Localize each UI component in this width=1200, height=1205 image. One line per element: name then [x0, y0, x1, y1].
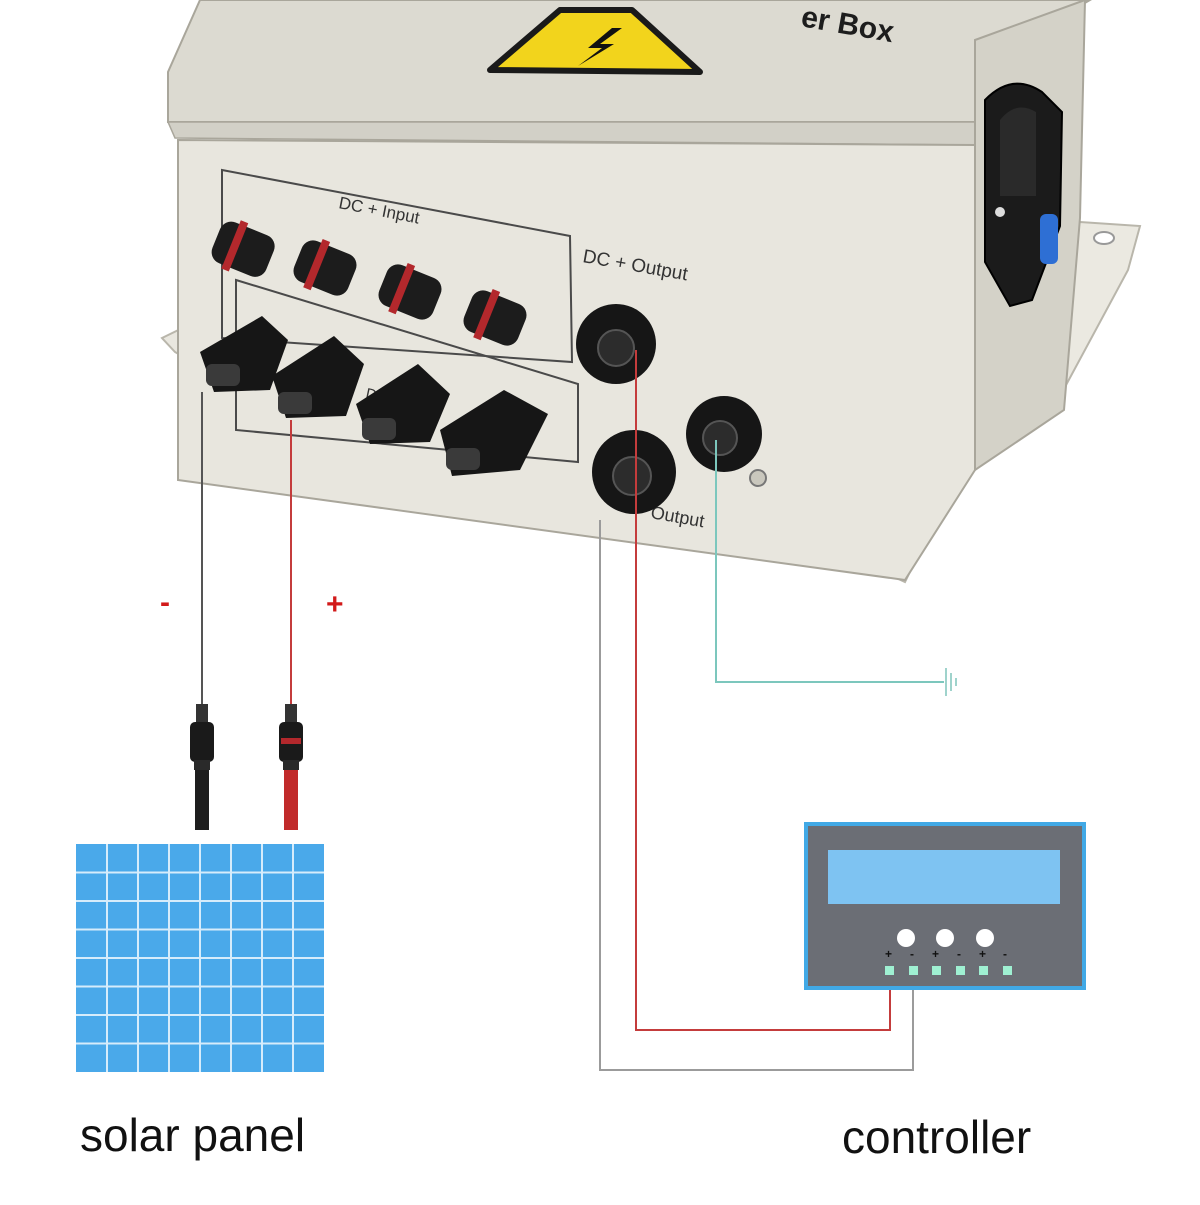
terminal-sign: + [932, 947, 939, 961]
plus-connector[interactable] [207, 214, 280, 284]
plus-connector[interactable] [458, 283, 531, 353]
minus-connector[interactable] [272, 336, 364, 418]
controller-button[interactable] [897, 929, 915, 947]
controller-caption: controller [842, 1111, 1032, 1163]
terminal[interactable] [1003, 966, 1012, 975]
controller-button[interactable] [976, 929, 994, 947]
minus-sign-label: - [160, 586, 170, 619]
charge-controller: + - + - + - [804, 822, 1086, 990]
terminal-sign: - [910, 947, 914, 961]
controller-terminal-signs: + - + - + - [885, 947, 1007, 961]
solar-panel-grid [76, 844, 324, 1072]
controller-lcd [828, 850, 1060, 904]
combiner-box: er Box DC + Input DC + Output DC Output [160, 0, 1142, 584]
plus-sign-label: + [326, 588, 344, 621]
isolator-switch-handle[interactable] [984, 82, 1064, 308]
controller-button[interactable] [936, 929, 954, 947]
ground-screw [749, 469, 767, 487]
ground-wire [715, 440, 944, 683]
dc-plus-input-frame [221, 168, 574, 364]
high-voltage-warning-icon [487, 7, 703, 75]
ground-symbol-icon [945, 668, 957, 696]
terminal[interactable] [885, 966, 894, 975]
cable-gland-minus-output[interactable] [592, 430, 676, 514]
box-front-face [177, 138, 976, 582]
plus-connector[interactable] [373, 257, 446, 327]
terminal-sign: - [957, 947, 961, 961]
wires [201, 350, 944, 1071]
minus-connector[interactable] [356, 364, 450, 444]
controller-plus-wire [635, 350, 891, 1031]
terminal-sign: - [1003, 947, 1007, 961]
terminal[interactable] [956, 966, 965, 975]
controller-terminals [885, 966, 1012, 975]
terminal-sign: + [979, 947, 986, 961]
panel-plus-mc4-plug [279, 704, 303, 830]
dc-minus-input-connectors [200, 316, 548, 476]
terminal[interactable] [909, 966, 918, 975]
solar-panel [76, 844, 324, 1072]
minus-connector[interactable] [440, 390, 548, 476]
controller-minus-wire [599, 520, 914, 1071]
plus-connector[interactable] [288, 233, 361, 303]
dc-plus-input-connectors [207, 214, 531, 353]
solar-panel-caption: solar panel [80, 1109, 306, 1161]
cable-gland-ground[interactable] [686, 396, 762, 472]
terminal-sign: + [885, 947, 892, 961]
terminal[interactable] [979, 966, 988, 975]
terminal[interactable] [932, 966, 941, 975]
flange-hole [1093, 231, 1115, 245]
cable-gland-plus-output[interactable] [576, 304, 656, 384]
minus-connector[interactable] [200, 316, 288, 392]
panel-minus-mc4-plug [190, 704, 214, 830]
